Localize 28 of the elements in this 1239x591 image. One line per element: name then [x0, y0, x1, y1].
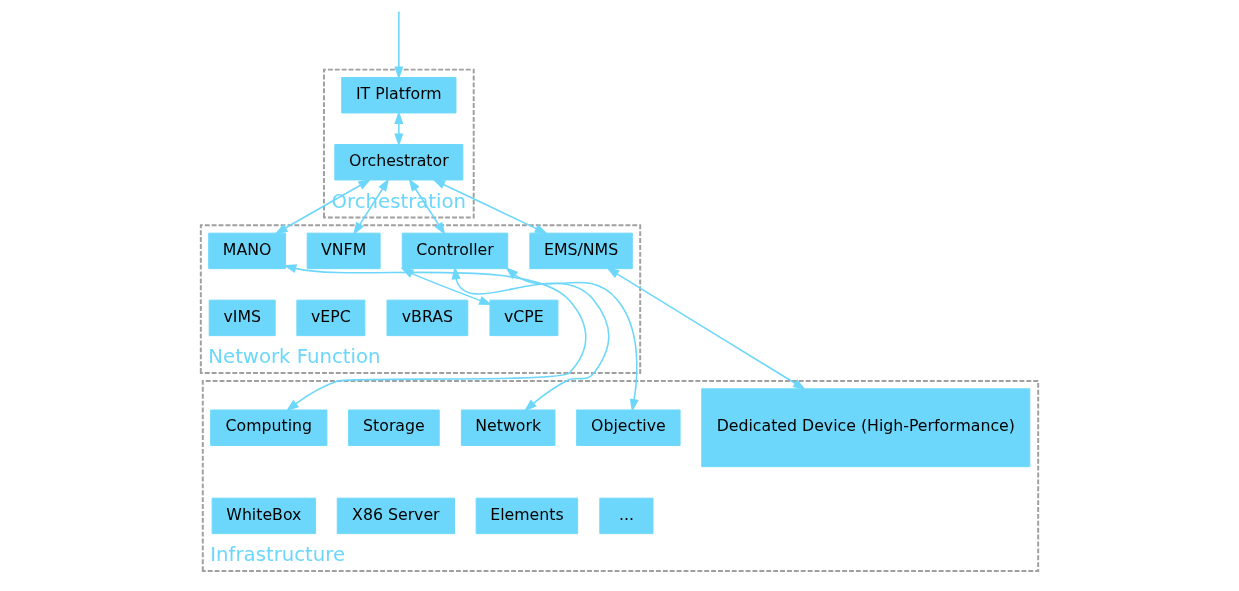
node-box: WhiteBox: [211, 497, 317, 535]
node-box: Storage: [348, 409, 440, 446]
arrow: [606, 267, 806, 391]
arrow: [432, 179, 548, 235]
node-box: VNFM: [306, 232, 381, 270]
arrow: [283, 264, 587, 412]
node-box: vEPC: [296, 299, 366, 337]
node-box: Controller: [401, 232, 509, 270]
node-box: Network: [460, 409, 556, 446]
arrow: [505, 267, 639, 413]
arrow: [394, 12, 404, 80]
arrow: [274, 178, 372, 235]
node-box: IT Platform: [341, 77, 457, 114]
arrow: [394, 110, 404, 147]
node-box: Computing: [210, 409, 328, 446]
node-box: Orchestrator: [334, 144, 464, 181]
node-box: ...: [599, 497, 654, 535]
node-box: MANO: [208, 232, 287, 270]
node-box: Objective: [576, 409, 681, 446]
node-box: Elements: [475, 497, 579, 535]
node-box: EMS/NMS: [529, 232, 633, 270]
arrow: [451, 266, 610, 412]
node-box: X86 Server: [336, 497, 455, 535]
node-box: vBRAS: [386, 299, 469, 337]
node-box: vCPE: [489, 299, 559, 337]
arrow: [400, 267, 493, 306]
node-box: vIMS: [208, 299, 276, 337]
node-box: Dedicated Device (High-Performance): [701, 388, 1031, 468]
